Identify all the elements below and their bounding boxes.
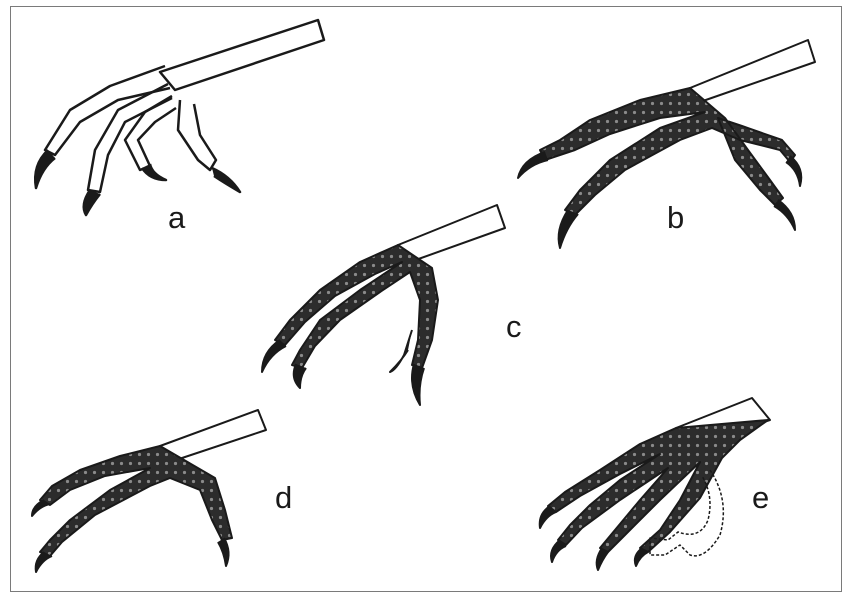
- panel-label-c: c: [506, 311, 522, 342]
- panel-label-a: a: [168, 202, 185, 233]
- panel-label-e: e: [752, 482, 769, 513]
- panel-label-d: d: [275, 482, 292, 513]
- foot-d: [32, 410, 266, 572]
- panel-label-b: b: [667, 202, 684, 233]
- foot-c: [262, 205, 505, 405]
- foot-e: [540, 398, 770, 570]
- foot-a: [35, 20, 324, 215]
